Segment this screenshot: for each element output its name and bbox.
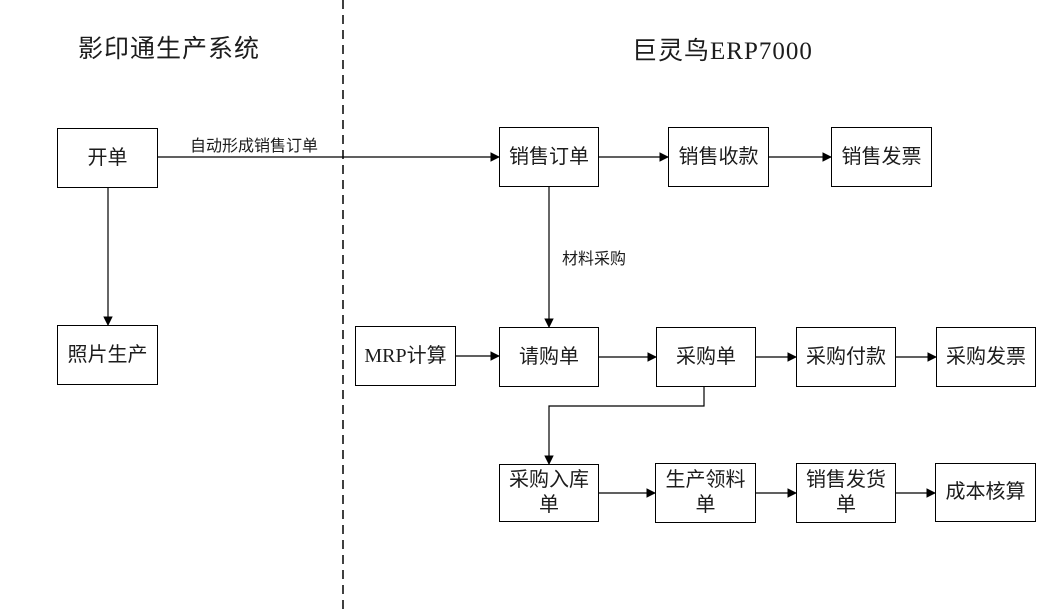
left-section-title: 影印通生产系统 <box>78 36 261 63</box>
node-sales-receipt: 销售收款 <box>668 127 769 187</box>
arrow-purchase-order-to-purchase-receipt-note <box>544 387 705 465</box>
node-cost-accounting: 成本核算 <box>935 463 1036 522</box>
node-purchase-payment: 采购付款 <box>796 327 896 387</box>
node-sales-order: 销售订单 <box>499 127 599 187</box>
edge-label-material-purchase: 材料采购 <box>562 251 627 268</box>
node-purchase-requisition: 请购单 <box>499 327 599 387</box>
node-sales-delivery-note: 销售发货 单 <box>796 463 896 523</box>
node-sales-invoice: 销售发票 <box>831 127 932 187</box>
node-purchase-order: 采购单 <box>656 327 756 387</box>
node-mrp-calculation: MRP计算 <box>355 326 456 386</box>
edge-label-auto-sales-order: 自动形成销售订单 <box>190 138 319 155</box>
node-photo-production: 照片生产 <box>57 325 158 385</box>
node-create-order: 开单 <box>57 128 158 188</box>
node-production-material-requisition: 生产领料 单 <box>655 463 756 523</box>
node-purchase-invoice: 采购发票 <box>936 327 1036 387</box>
right-section-title: 巨灵鸟ERP7000 <box>632 38 813 65</box>
node-purchase-receipt-note: 采购入库 单 <box>499 464 599 522</box>
